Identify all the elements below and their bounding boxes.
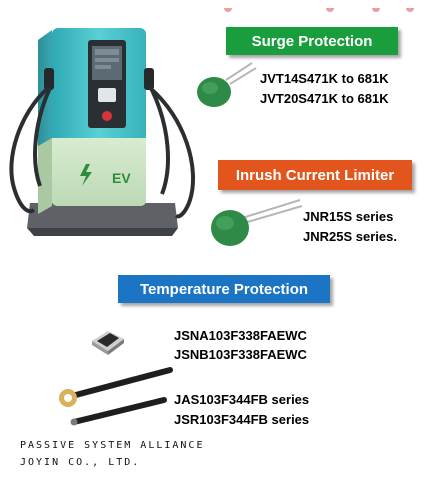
smd-chip-thermistor-image (88, 327, 128, 359)
temperature-part-number: JSR103F344FB series (174, 412, 310, 427)
ev-label: EV (112, 170, 131, 186)
temperature-protection-banner: Temperature Protection (118, 275, 330, 303)
mov-varistor-image (190, 60, 260, 110)
company-name: JOYIN CO., LTD. (20, 457, 141, 468)
inrush-part-number: JNR15S series (303, 209, 394, 224)
surge-part-number: JVT20S471K to 681K (260, 91, 389, 106)
probe-sensor-image (68, 394, 168, 428)
ntc-thermistor-image (204, 196, 304, 252)
top-edge-decoration (200, 0, 424, 12)
ring-lug-sensor-image (50, 366, 175, 410)
temperature-part-number: JSNA103F338FAEWC (174, 328, 307, 343)
temperature-part-number: JSNB103F338FAEWC (174, 347, 307, 362)
ev-charger-illustration: EV (0, 18, 205, 246)
inrush-part-number: JNR25S series. (303, 229, 397, 244)
surge-part-number: JVT14S471K to 681K (260, 71, 389, 86)
company-tagline: PASSIVE SYSTEM ALLIANCE (20, 440, 205, 451)
inrush-current-limiter-banner: Inrush Current Limiter (218, 160, 412, 190)
surge-protection-banner: Surge Protection (226, 27, 398, 55)
temperature-part-number: JAS103F344FB series (174, 392, 310, 407)
